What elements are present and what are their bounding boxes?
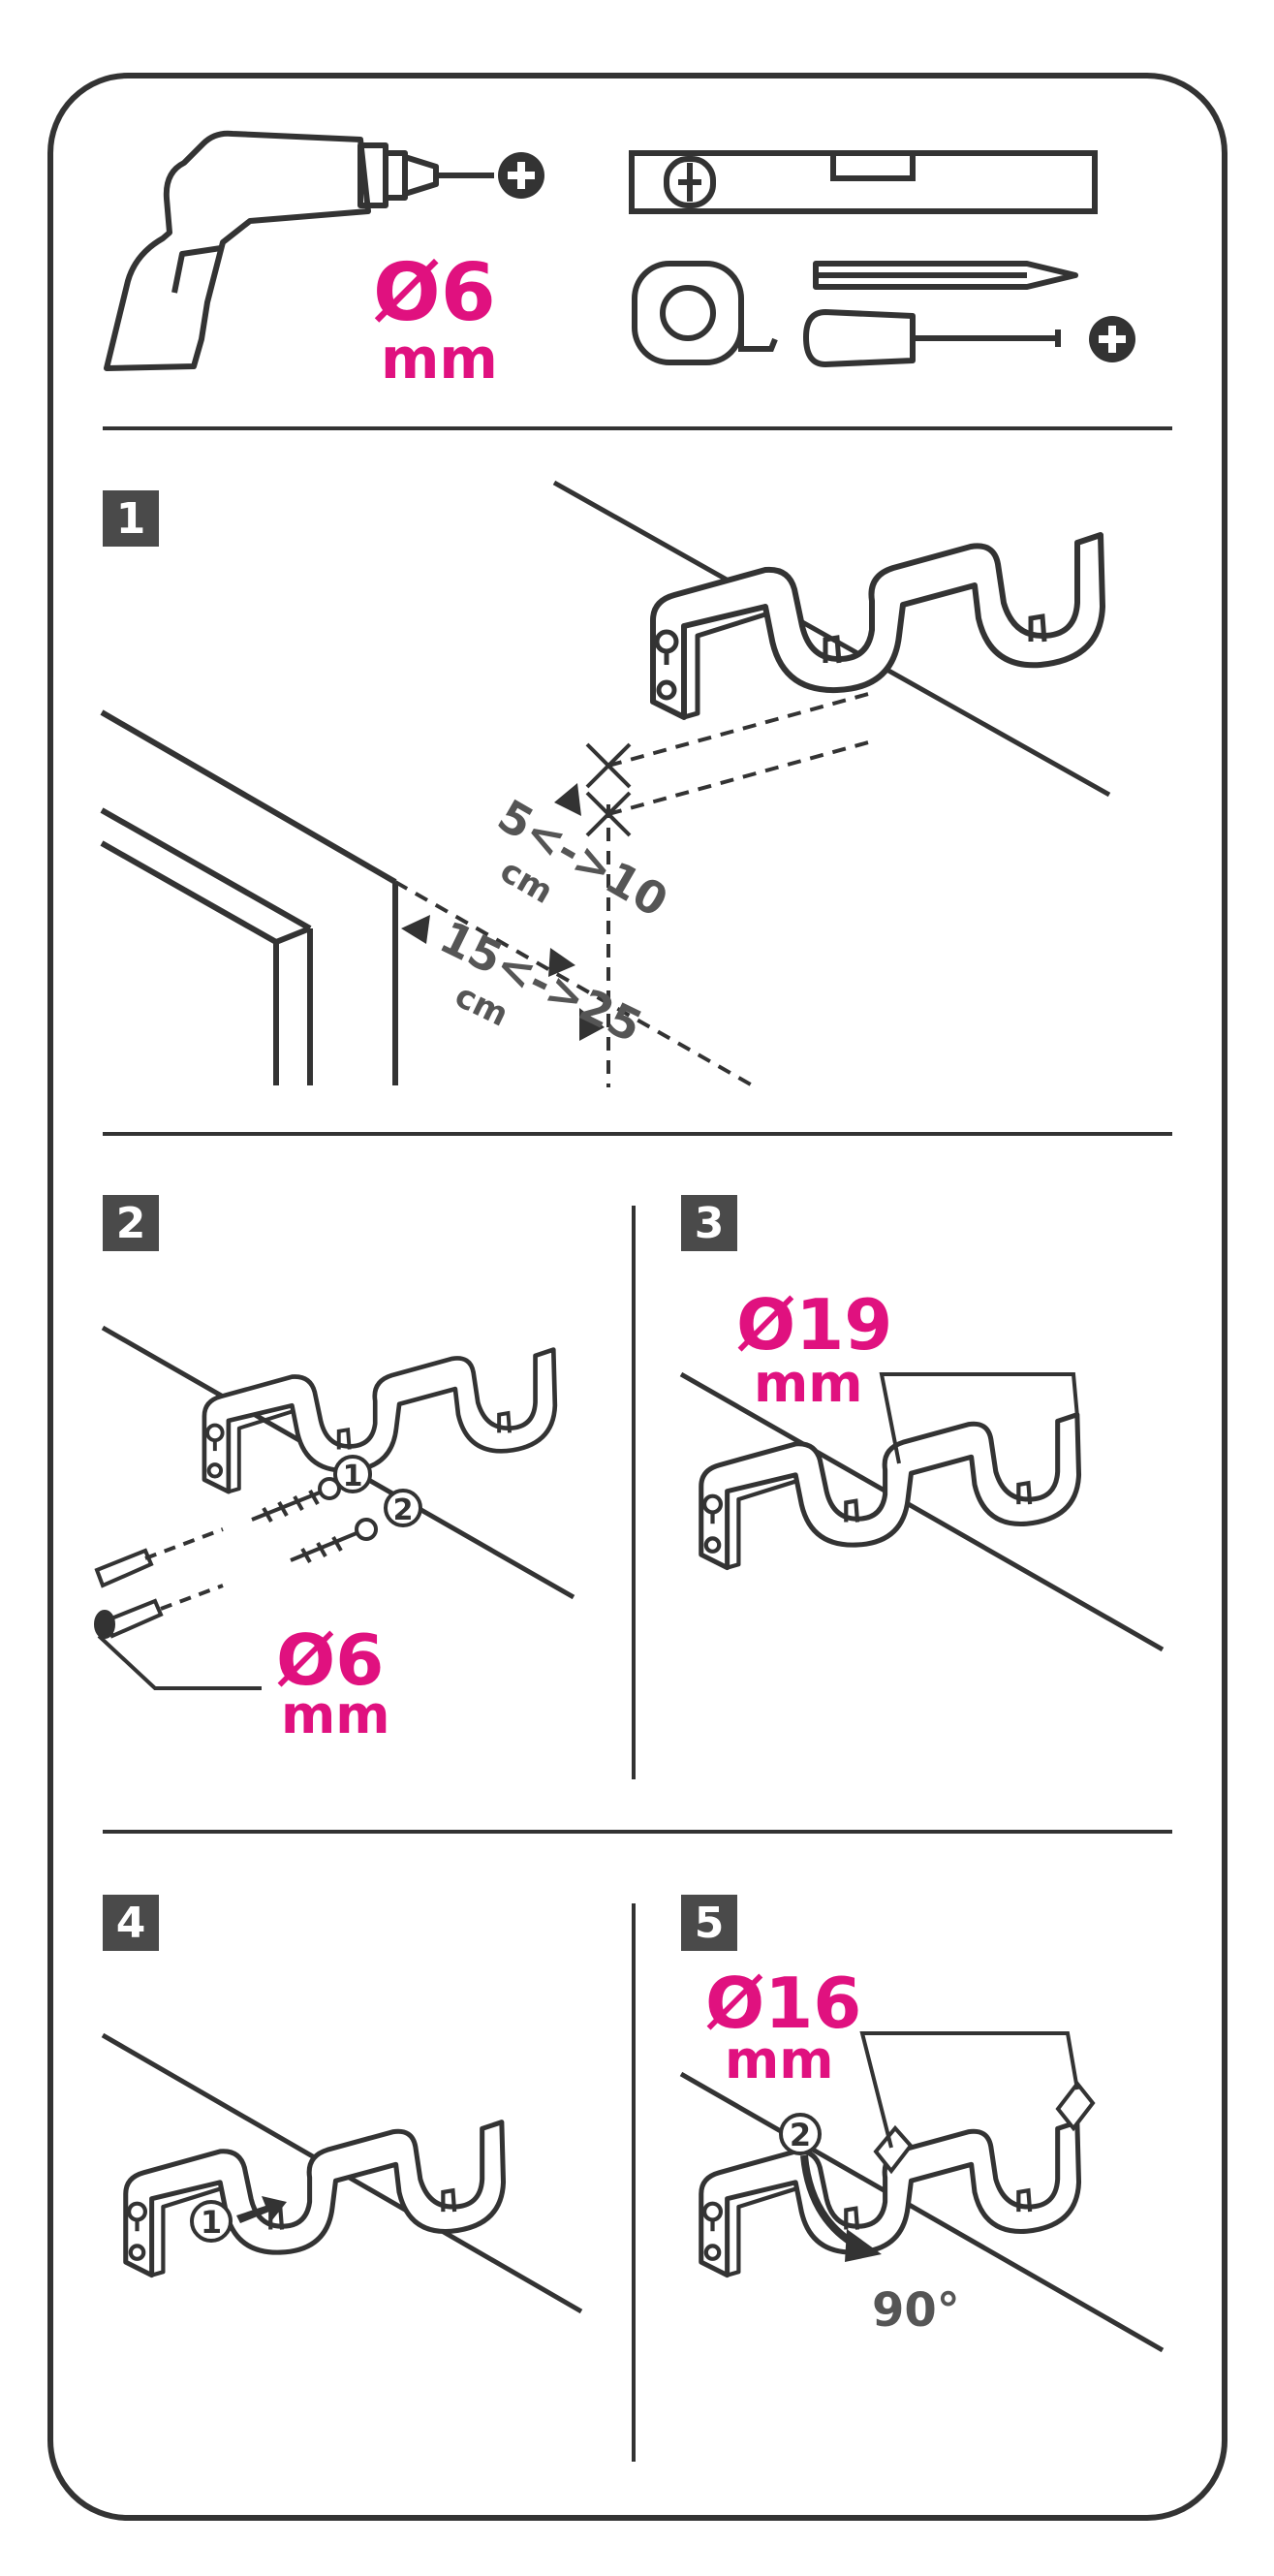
measure-guides — [394, 691, 873, 1089]
dimension-arrows — [401, 783, 605, 1041]
step-number-badge — [103, 1195, 159, 1251]
step-number: 1 — [116, 494, 146, 544]
drill-point-marks — [585, 742, 632, 837]
drill-size-value: Ø6 — [373, 247, 496, 339]
callout-line — [97, 1634, 262, 1690]
marker-label: 1 — [201, 2204, 222, 2241]
spirit-level-icon — [629, 150, 1098, 214]
pencil-icon — [813, 261, 1078, 290]
marker-label: 2 — [790, 2117, 811, 2153]
arrow-icon — [236, 2196, 287, 2223]
step-number-badge — [103, 1895, 159, 1951]
step-number: 2 — [116, 1199, 146, 1248]
step-number-badge — [681, 1195, 737, 1251]
rotation-angle: 90° — [872, 2283, 960, 2338]
step-3: 3 Ø19 mm — [679, 1195, 1165, 1652]
rod-size-value: Ø16 — [705, 1963, 861, 2044]
rod-size-unit: mm — [754, 1353, 863, 1414]
plus-icon — [1089, 316, 1135, 362]
step-number: 4 — [116, 1899, 146, 1948]
screwdriver-icon — [803, 309, 1061, 367]
step-number-badge — [103, 490, 159, 547]
rod-size-value: Ø19 — [736, 1284, 892, 1366]
callout-line — [859, 2031, 1079, 2149]
marker-label: 1 — [343, 1460, 363, 1493]
bracket-illustration — [653, 535, 1103, 717]
rod-size-unit: mm — [725, 2029, 834, 2090]
step-number: 5 — [695, 1899, 725, 1948]
tape-measure-icon — [632, 261, 778, 365]
guide-lines — [144, 1527, 224, 1611]
rotate-arrow-icon — [800, 2154, 882, 2262]
marker-2: 2 — [779, 2113, 822, 2155]
dimension-offset: 15<->25 cm — [432, 910, 650, 1052]
ceiling-line — [679, 2071, 1165, 2353]
step-5: 5 Ø16 mm 2 90° — [679, 1895, 1165, 2353]
wall-plug-icon — [94, 1548, 164, 1639]
plus-icon — [498, 152, 544, 199]
marker-label: 2 — [393, 1493, 414, 1527]
window-frame — [100, 709, 398, 1085]
step-1: 1 5<->10 — [100, 480, 1111, 1089]
bracket-illustration — [701, 1415, 1079, 1568]
step-4: 4 1 — [101, 1895, 583, 2314]
screw-icon — [251, 1477, 378, 1563]
step-number-badge — [681, 1895, 737, 1951]
marker-1: 1 — [333, 1455, 372, 1493]
tools-section: Ø6 mm — [104, 130, 1135, 392]
page-frame — [47, 73, 1227, 2521]
drill-size-unit: mm — [381, 326, 498, 392]
callout-line — [879, 1372, 1079, 1464]
bracket-illustration — [204, 1350, 555, 1492]
drill-size-value: Ø6 — [276, 1619, 384, 1701]
marker-1: 1 — [190, 2200, 233, 2243]
bracket-illustration — [126, 2122, 504, 2276]
drill-size-unit: mm — [281, 1684, 390, 1745]
marker-2: 2 — [384, 1489, 422, 1527]
drill-icon — [104, 130, 494, 371]
step-number: 3 — [695, 1199, 725, 1248]
step-2: 2 1 2 Ø6 mm — [94, 1195, 575, 1745]
ceiling-line — [679, 1371, 1165, 1652]
